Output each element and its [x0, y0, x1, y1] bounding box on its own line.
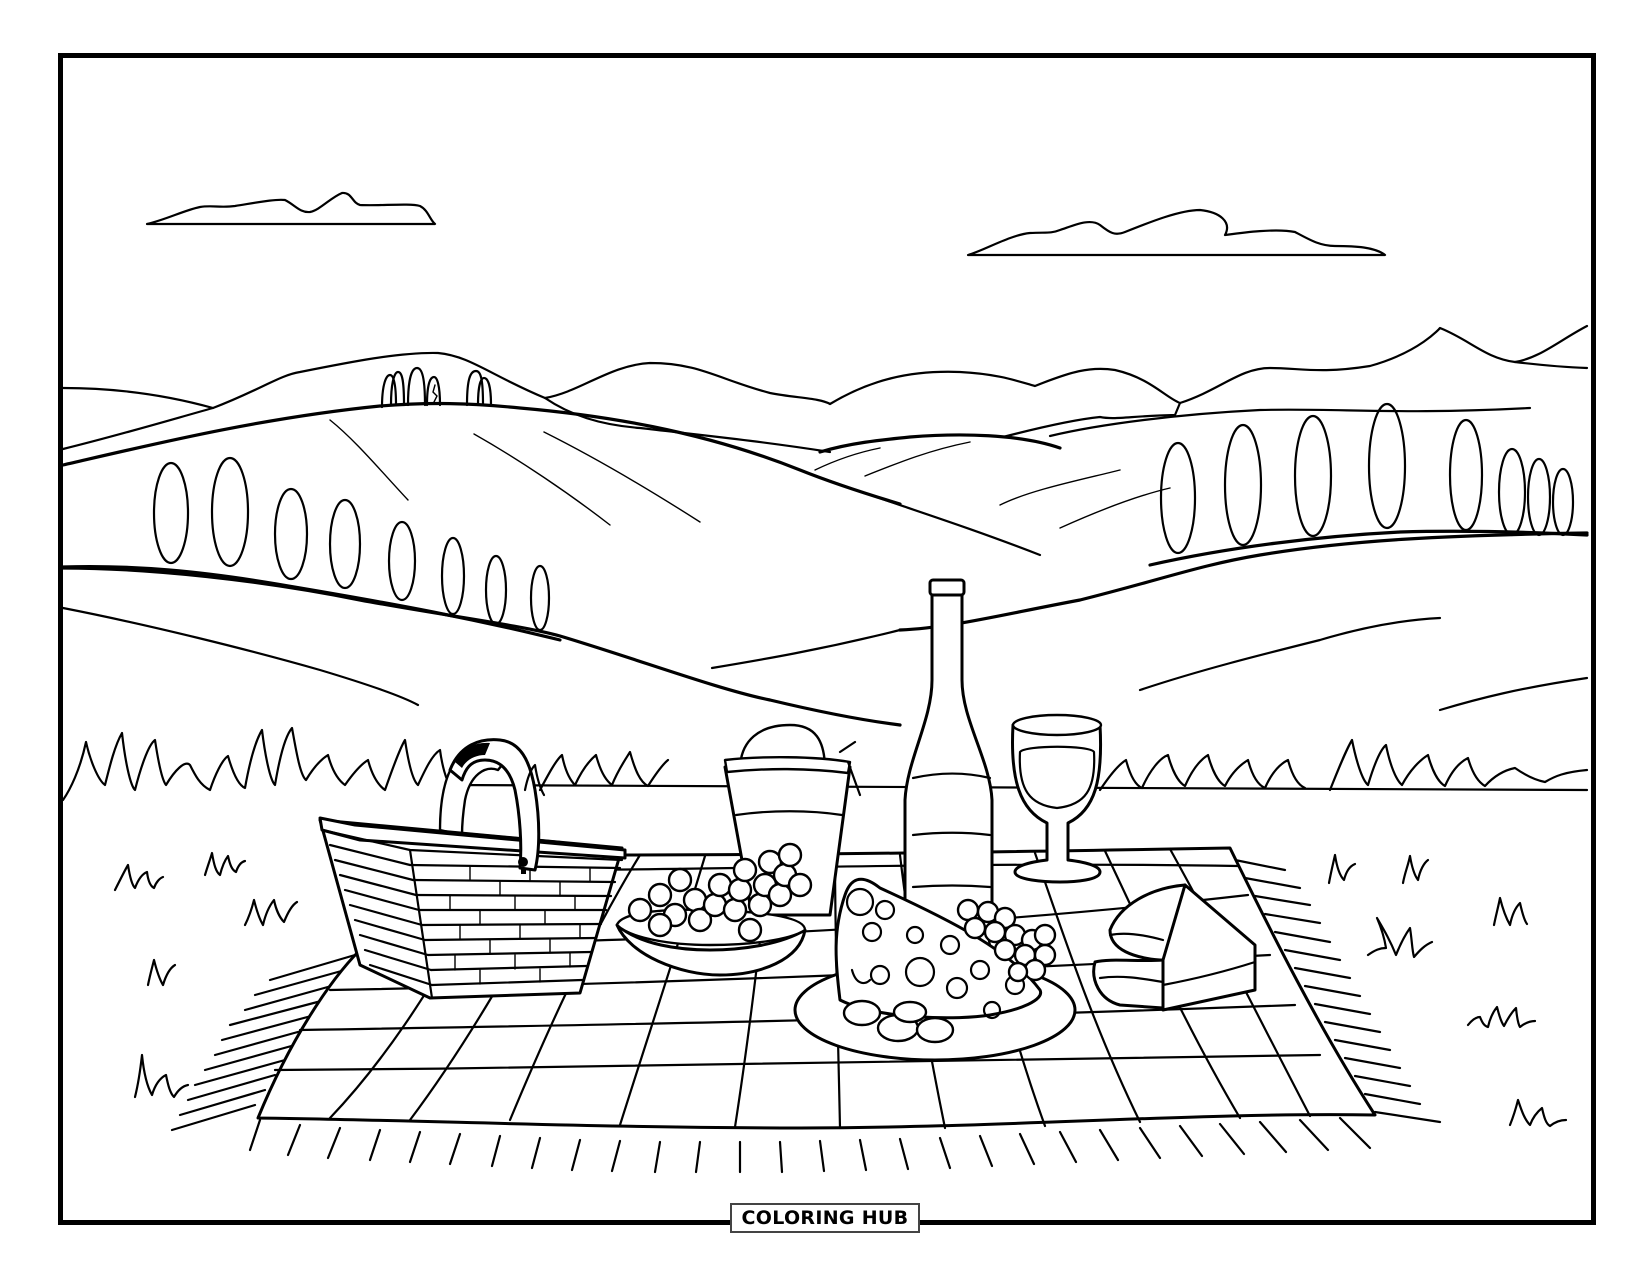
swiss-cheese-plate [793, 877, 1077, 1062]
brand-label: COLORING HUB [730, 1203, 920, 1233]
left-cypress-row [61, 456, 562, 642]
foreground-grass [523, 763, 546, 797]
distant-ridges [61, 324, 1589, 454]
right-cypress-row [1148, 402, 1589, 567]
grass-tufts [113, 851, 1568, 1128]
rolling-fields [61, 468, 1589, 727]
grapes-in-bowl [627, 842, 813, 943]
cloud-right-icon [966, 208, 1387, 257]
brand-text: COLORING HUB [741, 1207, 909, 1229]
cake-slice [1092, 883, 1257, 1012]
wine-glass [1011, 713, 1103, 884]
picnic-basket [318, 738, 627, 1000]
grape-bowl [615, 842, 813, 977]
wine-bottle [903, 578, 994, 937]
cheese-holes [842, 887, 1026, 1044]
horizon-grass-line [61, 726, 1589, 802]
hilltop-cypress-cluster [380, 366, 493, 409]
grape-bunch [956, 898, 1057, 983]
cloud-left-icon [145, 191, 437, 226]
